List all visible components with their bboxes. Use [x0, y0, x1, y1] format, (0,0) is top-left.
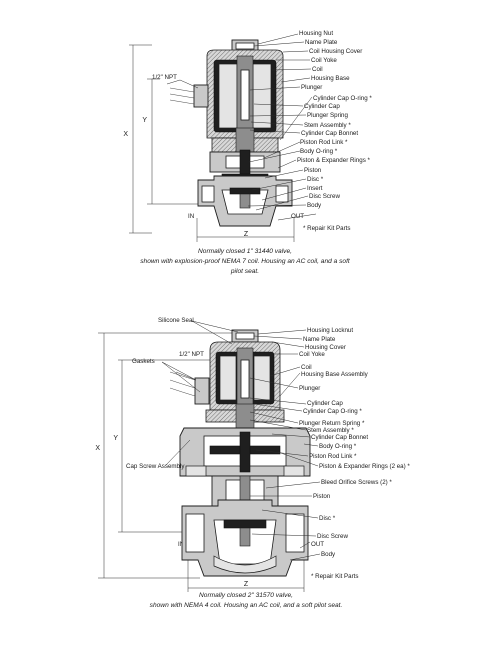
leaders-2 [161, 320, 321, 561]
caption-2-line-0: Normally closed 2" 31570 valve, [199, 592, 293, 599]
labels-1: Housing Nut Name Plate Coil Housing Cove… [152, 30, 372, 232]
label-1-13: Body O-ring * [300, 148, 338, 155]
npt-label-2: 1/2" NPT [179, 351, 204, 358]
label-2-8: Cylinder Cap O-ring * [303, 408, 362, 415]
label-1-0: Housing Nut [299, 30, 333, 37]
dimension-z-2: Z [187, 560, 305, 592]
label-2-1: Name Plate [303, 336, 336, 343]
cap-screw-assembly-label: Cap Screw Assembly [126, 463, 185, 470]
in-label-2: IN [178, 541, 184, 548]
label-2-3: Coil Yoke [299, 351, 325, 358]
caption-1-line-1: shown with explosion-proof NEMA 7 coil. … [140, 258, 351, 265]
dimension-z-1: Z [196, 218, 295, 242]
label-1-1: Name Plate [305, 39, 338, 46]
label-2-17: Disc * [319, 515, 336, 522]
dim-y-label-1: Y [142, 117, 147, 124]
label-2-20: Body [321, 551, 336, 558]
labels-2: Housing Locknut Name Plate Housing Cover… [299, 327, 410, 580]
valve-2-drawing [169, 329, 311, 577]
dim-z-label-2: Z [244, 581, 249, 588]
label-2-10: Stem Assembly * [307, 427, 354, 434]
repair-note-1: * Repair Kit Parts [303, 225, 350, 232]
label-1-4: Coil [312, 66, 323, 73]
label-1-6: Plunger [301, 84, 322, 91]
label-1-14: Piston & Expander Rings * [297, 157, 371, 164]
label-2-15: Bleed Orifice Screws (2) * [321, 479, 392, 486]
label-2-14: Piston & Expander Rings (2 ea) * [319, 463, 410, 470]
label-2-4: Coil [301, 364, 312, 371]
label-1-8: Cylinder Cap [304, 103, 340, 110]
dim-x-label-2: X [95, 445, 100, 452]
label-2-19: OUT [311, 541, 324, 548]
label-2-9: Plunger Return Spring * [299, 420, 365, 427]
label-1-17: Insert [307, 185, 323, 192]
label-1-12: Piston Rod Link * [300, 139, 348, 146]
silicone-seal-label: Silicone Seal [158, 317, 194, 324]
caption-1: Normally closed 1" 31440 valve, shown wi… [140, 248, 351, 275]
caption-2-line-1: shown with NEMA 4 coil. Housing an AC co… [150, 602, 343, 609]
label-2-18: Disc Screw [317, 533, 348, 540]
in-label-1: IN [188, 213, 194, 220]
label-1-16: Disc * [307, 176, 324, 183]
label-2-0: Housing Locknut [307, 327, 353, 334]
label-1-19: Body [307, 202, 322, 209]
caption-1-line-0: Normally closed 1" 31440 valve, [198, 248, 292, 255]
valve-1-drawing [169, 39, 293, 227]
label-1-10: Stem Assembly * [304, 122, 351, 129]
label-2-7: Cylinder Cap [307, 400, 343, 407]
label-2-5: Housing Base Assembly [301, 371, 369, 378]
label-1-15: Piston [304, 167, 322, 174]
valve-1-diagram: X Y Z IN OUT [123, 33, 317, 242]
label-2-16: Piston [313, 493, 331, 500]
dimension-y-1: Y [142, 78, 200, 205]
label-1-18: Disc Screw [309, 193, 340, 200]
repair-note-2: * Repair Kit Parts [311, 573, 358, 580]
label-2-11: Cylinder Cap Bonnet [311, 434, 368, 441]
label-2-13: Piston Rod Link * [309, 453, 357, 460]
npt-label-1: 1/2" NPT [152, 74, 177, 81]
label-1-9: Plunger Spring [307, 112, 348, 119]
leaders-1 [166, 33, 317, 221]
label-2-6: Plunger [299, 385, 320, 392]
label-1-5: Housing Base [311, 75, 350, 82]
dim-y-label-2: Y [113, 435, 118, 442]
labels-2-left: Silicone Seal Gaskets Cap Screw Assembly… [126, 317, 204, 470]
caption-1-line-2: pilot seat. [230, 268, 259, 275]
label-1-2: Coil Housing Cover [309, 48, 362, 55]
label-1-3: Coil Yoke [311, 57, 337, 64]
dim-z-label-1: Z [244, 231, 249, 238]
dimension-x-2: X [95, 332, 240, 579]
label-1-7: Cylinder Cap O-ring * [313, 95, 372, 102]
gaskets-label: Gaskets [132, 358, 155, 365]
caption-2: Normally closed 2" 31570 valve, shown wi… [150, 592, 343, 609]
out-label-1: OUT [291, 213, 304, 220]
label-1-11: Cylinder Cap Bonnet [301, 130, 358, 137]
dimension-x-1: X [123, 44, 152, 234]
dim-x-label-1: X [123, 131, 128, 138]
valve-2-diagram: X Y Z IN [95, 320, 321, 592]
label-2-2: Housing Cover [305, 344, 346, 351]
label-2-12: Body O-ring * [319, 443, 357, 450]
